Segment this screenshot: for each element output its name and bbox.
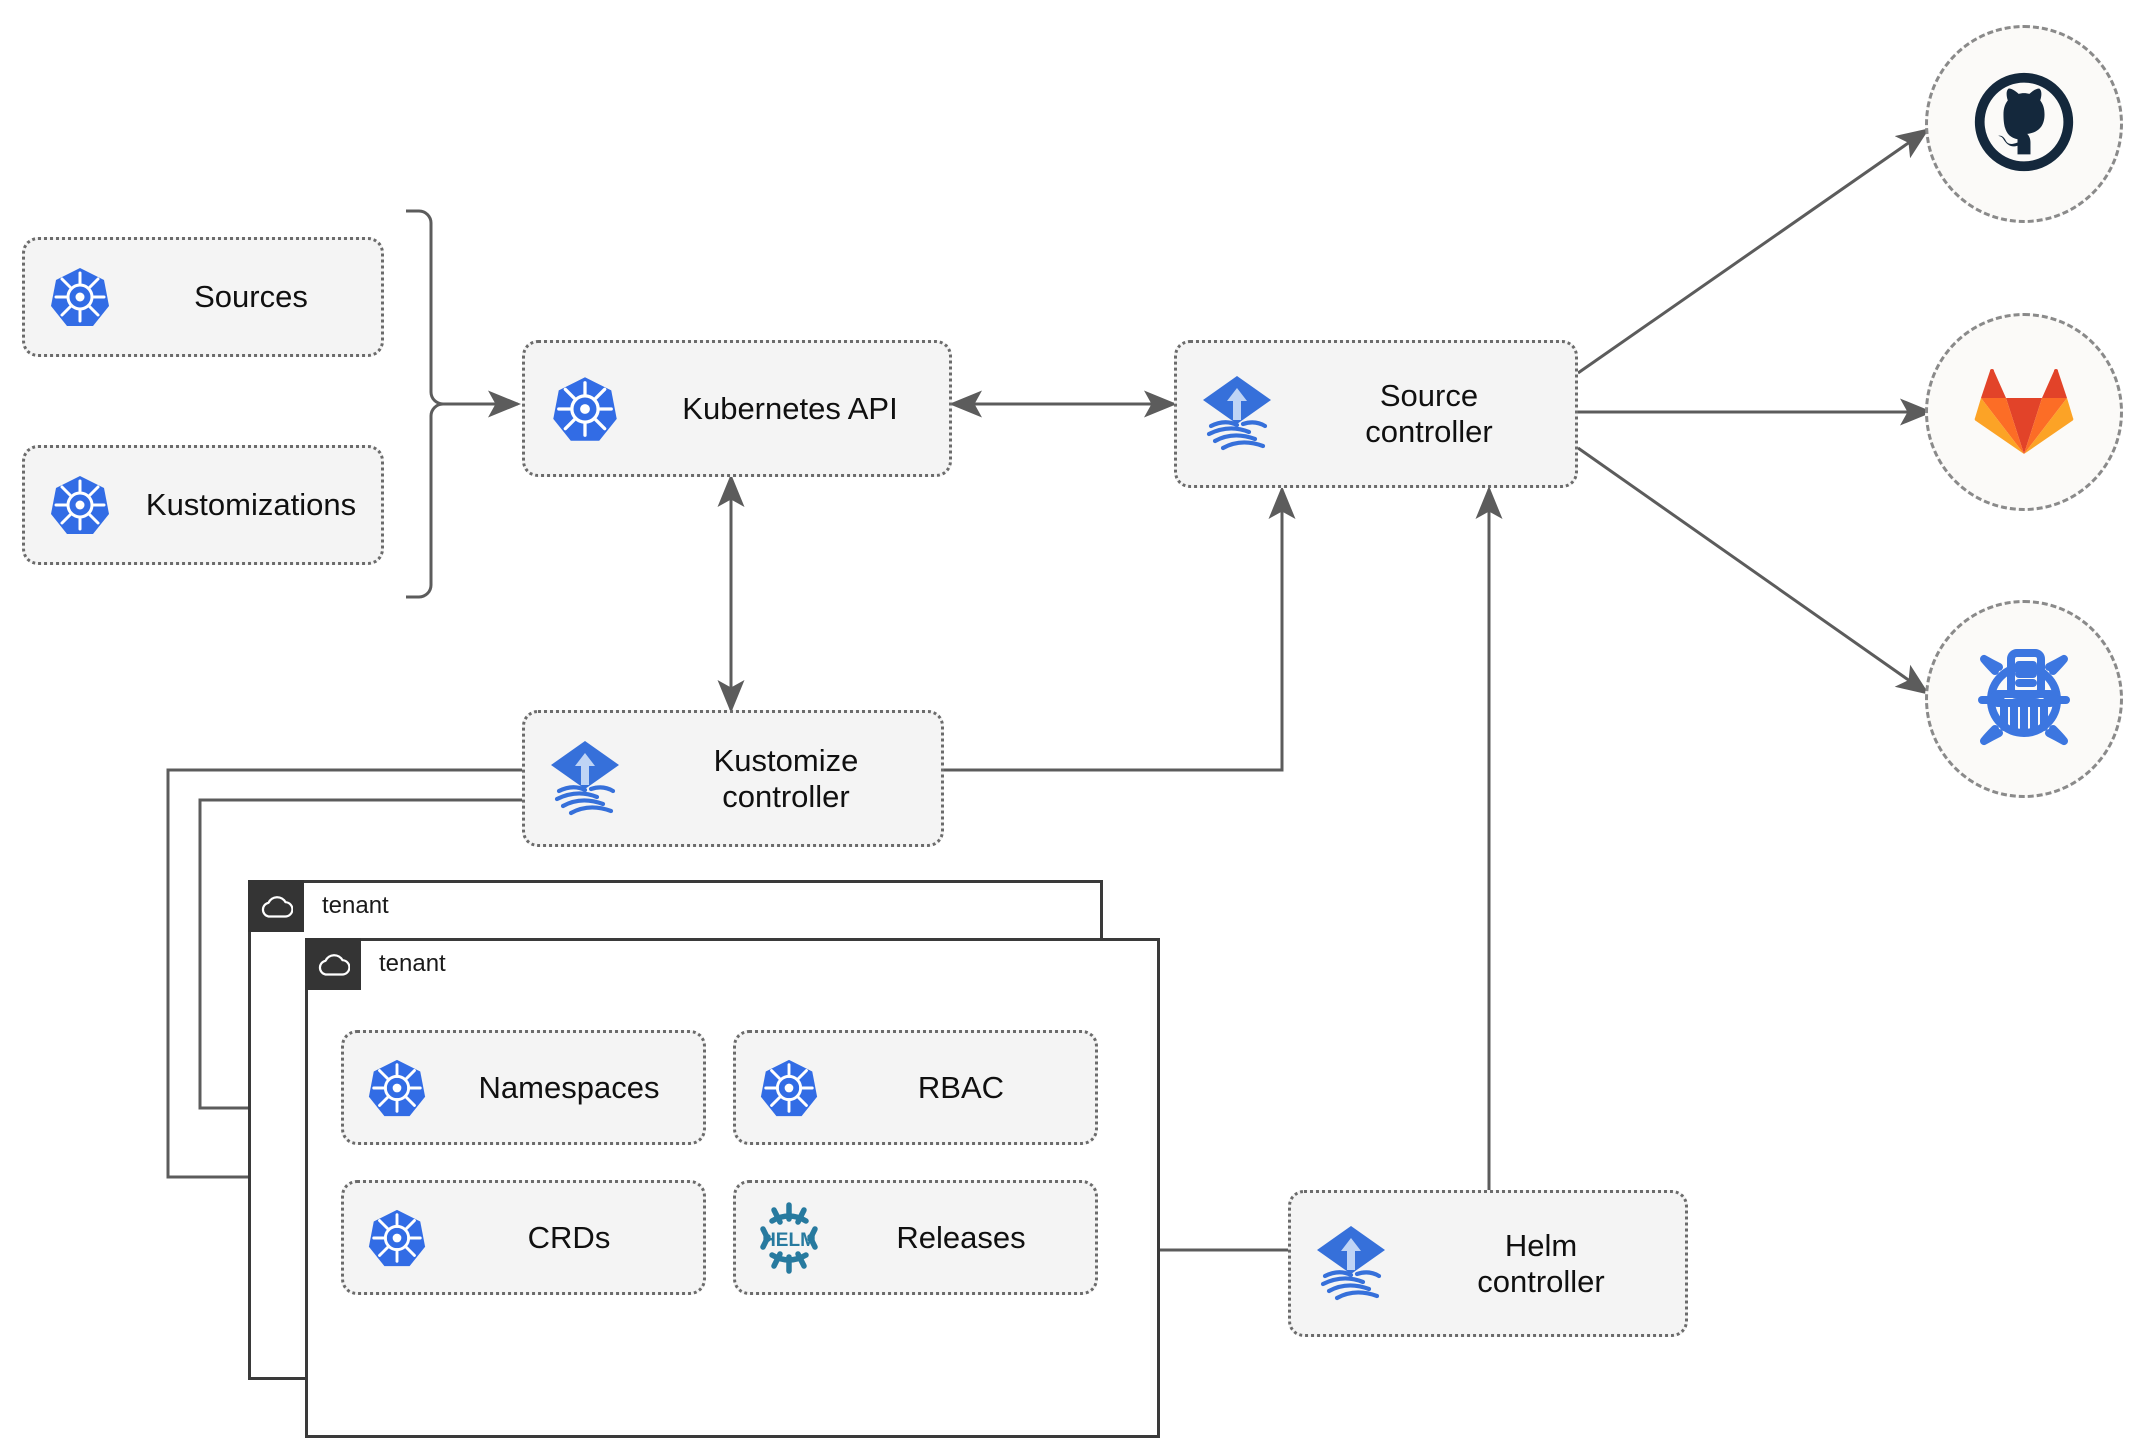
flux-icon (1177, 374, 1297, 454)
node-crds[interactable]: CRDs (341, 1180, 706, 1295)
kubernetes-icon (344, 1057, 449, 1119)
node-source-controller-label: Source controller (1365, 378, 1493, 449)
provider-github[interactable] (1925, 25, 2123, 223)
tenant-inner-label: tenant (379, 950, 446, 977)
node-sources[interactable]: Sources (22, 237, 384, 357)
tenant-inner-titlebar: tenant (305, 938, 446, 990)
node-kustomizations[interactable]: Kustomizations (22, 445, 384, 565)
kubernetes-icon (344, 1207, 449, 1269)
cloud-icon (305, 938, 361, 990)
node-kustomize-controller[interactable]: Kustomize controller (522, 710, 944, 847)
node-kustomizations-label: Kustomizations (145, 487, 357, 523)
node-namespaces[interactable]: Namespaces (341, 1030, 706, 1145)
provider-gitlab[interactable] (1925, 313, 2123, 511)
node-releases[interactable]: HELM Releases (733, 1180, 1098, 1295)
node-rbac[interactable]: RBAC (733, 1030, 1098, 1145)
github-icon (1970, 68, 2078, 181)
node-helm-controller[interactable]: Helm controller (1288, 1190, 1688, 1337)
kubernetes-icon (736, 1057, 841, 1119)
provider-helm-repository[interactable] (1925, 600, 2123, 798)
tenant-outer-label: tenant (322, 892, 389, 919)
node-kustomize-controller-label: Kustomize controller (713, 742, 859, 814)
gitlab-icon (1972, 362, 2076, 463)
helm-repository-icon (1968, 641, 2080, 758)
kubernetes-icon (525, 374, 645, 444)
flux-icon (1291, 1224, 1411, 1304)
node-helm-controller-label: Helm controller (1477, 1227, 1605, 1299)
helm-icon: HELM (736, 1199, 841, 1277)
edge-source-to-helm-repository (1577, 446, 1930, 695)
kubernetes-icon (25, 473, 135, 537)
edge-kustomize-to-source (944, 486, 1296, 772)
node-sources-label: Sources (194, 279, 308, 315)
node-releases-label: Releases (896, 1219, 1026, 1255)
node-crds-label: CRDs (527, 1219, 611, 1255)
tenant-outer-titlebar: tenant (248, 880, 389, 932)
kubernetes-icon (25, 265, 135, 329)
node-namespaces-label: Namespaces (478, 1069, 660, 1105)
node-kubernetes-api-label: Kubernetes API (682, 390, 898, 426)
diagram-canvas: tenant tenant (22, 25, 2123, 1438)
node-kubernetes-api[interactable]: Kubernetes API (522, 340, 952, 477)
node-rbac-label: RBAC (917, 1069, 1005, 1105)
cloud-icon (248, 880, 304, 932)
node-source-controller[interactable]: Source controller (1174, 340, 1578, 488)
svg-text:HELM: HELM (762, 1230, 816, 1251)
edge-source-to-github (1577, 128, 1930, 375)
edge-bracket-crds (406, 209, 444, 599)
flux-icon (525, 739, 645, 819)
